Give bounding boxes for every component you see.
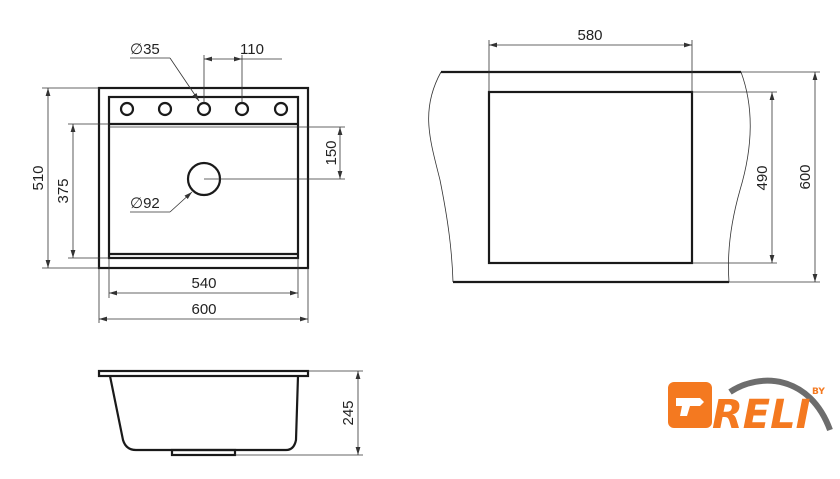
top-view: ∅35 110 150 ∅92 510 375 540 <box>30 41 345 323</box>
drain-diameter-label: ∅92 <box>130 195 160 212</box>
outer-width-label: 600 <box>191 301 216 318</box>
logo-by: BY <box>812 387 825 397</box>
hole-diameter-label: ∅35 <box>130 41 160 58</box>
cutout-depth-label: 490 <box>754 165 771 190</box>
tap-hole <box>273 101 289 117</box>
tap-hole <box>196 101 212 117</box>
sink-inner-outline <box>107 95 300 260</box>
sink-outer-outline <box>97 86 310 270</box>
drill-icon <box>676 398 704 416</box>
dreli-logo: RELI BY <box>668 377 833 438</box>
hole-spacing-label: 110 <box>240 41 264 58</box>
side-view: 245 <box>97 369 363 457</box>
inner-width-label: 540 <box>191 275 216 292</box>
cutout-view: 580 490 600 <box>428 27 820 284</box>
drain-stub <box>170 448 237 457</box>
height-label: 245 <box>340 400 357 425</box>
tap-holes <box>119 101 289 117</box>
outer-depth-label: 510 <box>30 165 47 190</box>
sink-bowl-profile <box>108 375 300 452</box>
logo-text: RELI <box>712 392 811 438</box>
tap-hole <box>119 101 135 117</box>
cutout-width-label: 580 <box>577 27 602 44</box>
tap-hole <box>234 101 250 117</box>
tap-hole <box>157 101 173 117</box>
break-line-right <box>728 71 751 283</box>
sink-rim <box>97 369 310 378</box>
break-line-left <box>428 71 454 283</box>
inner-depth-label: 375 <box>55 178 72 203</box>
cutout-rect <box>487 90 694 265</box>
countertop-depth-label: 600 <box>797 164 814 189</box>
logo-swoosh <box>728 377 833 432</box>
drain-offset-label: 150 <box>323 140 340 165</box>
